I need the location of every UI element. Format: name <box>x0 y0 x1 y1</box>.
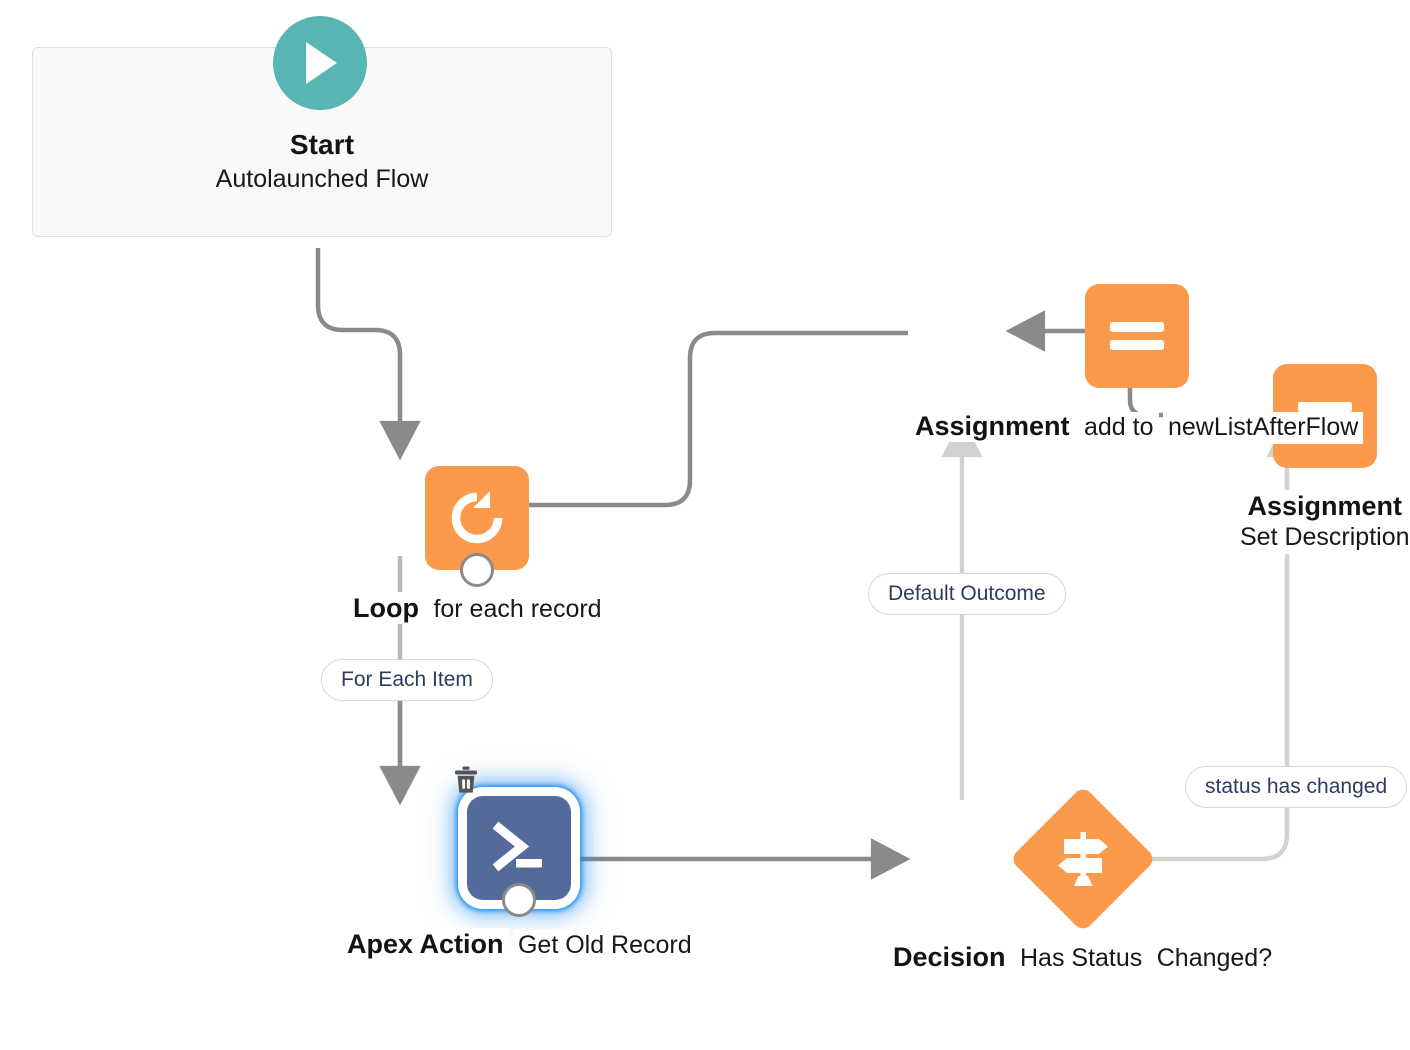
assignment-add-subtitle-line2: newListAfterFlow <box>1162 412 1364 444</box>
assignment-add-caption: Assignment add to newListAfterFlow <box>910 410 1364 444</box>
start-subtitle: Autolaunched Flow <box>215 165 429 194</box>
apex-action-selection-halo <box>461 790 578 917</box>
apex-action-subtitle: Get Old Record <box>512 930 697 962</box>
connector-label-text: status has changed <box>1205 775 1388 798</box>
start-title: Start <box>289 129 355 160</box>
node-apex-action[interactable]: Apex Action Get Old Record <box>342 790 697 962</box>
apex-action-caption: Apex Action Get Old Record <box>342 928 697 962</box>
apex-connector-stub[interactable] <box>502 883 537 917</box>
loop-icon[interactable] <box>425 466 530 587</box>
apex-action-title: Apex Action <box>342 928 509 961</box>
node-decision[interactable]: Decision Has Status Changed? <box>888 785 1278 975</box>
assignment-setdesc-title: Assignment <box>1242 490 1408 523</box>
decision-signpost-icon <box>1050 828 1116 890</box>
node-assignment-add-to-list[interactable]: Assignment add to newListAfterFlow <box>910 284 1364 444</box>
assignment-equals-icon[interactable] <box>1084 284 1189 388</box>
connector-label-text: Default Outcome <box>888 582 1046 605</box>
node-loop[interactable]: Loop for each record <box>348 466 607 626</box>
play-icon[interactable] <box>273 16 367 110</box>
start-label-group: Start Autolaunched Flow <box>32 128 612 195</box>
assignment-setdesc-caption: Assignment Set Description <box>1235 490 1410 554</box>
decision-shape[interactable] <box>1009 785 1157 933</box>
decision-subtitle-line2: Changed? <box>1151 943 1278 975</box>
connector-label-text: For Each Item <box>341 668 473 691</box>
loop-subtitle: for each record <box>428 594 607 626</box>
decision-subtitle-line1: Has Status <box>1015 943 1148 975</box>
loop-caption: Loop for each record <box>348 592 607 626</box>
connector-label-default-outcome[interactable]: Default Outcome <box>868 573 1066 615</box>
decision-title: Decision <box>888 941 1011 974</box>
assignment-add-subtitle-line1: add to <box>1078 412 1159 444</box>
assignment-add-title: Assignment <box>910 410 1075 443</box>
trash-icon[interactable] <box>449 762 483 798</box>
assignment-setdesc-subtitle: Set Description <box>1235 522 1410 554</box>
apex-terminal-icon[interactable] <box>467 796 572 917</box>
connector-label-status-has-changed[interactable]: status has changed <box>1185 766 1408 808</box>
edge-start-to-loop <box>315 248 421 461</box>
decision-caption: Decision Has Status Changed? <box>888 941 1278 975</box>
connector-label-for-each-item[interactable]: For Each Item <box>321 659 493 701</box>
loop-connector-stub[interactable] <box>460 553 495 587</box>
loop-title: Loop <box>348 592 424 625</box>
node-assignment-set-description[interactable]: Assignment Set Description <box>1235 364 1410 554</box>
